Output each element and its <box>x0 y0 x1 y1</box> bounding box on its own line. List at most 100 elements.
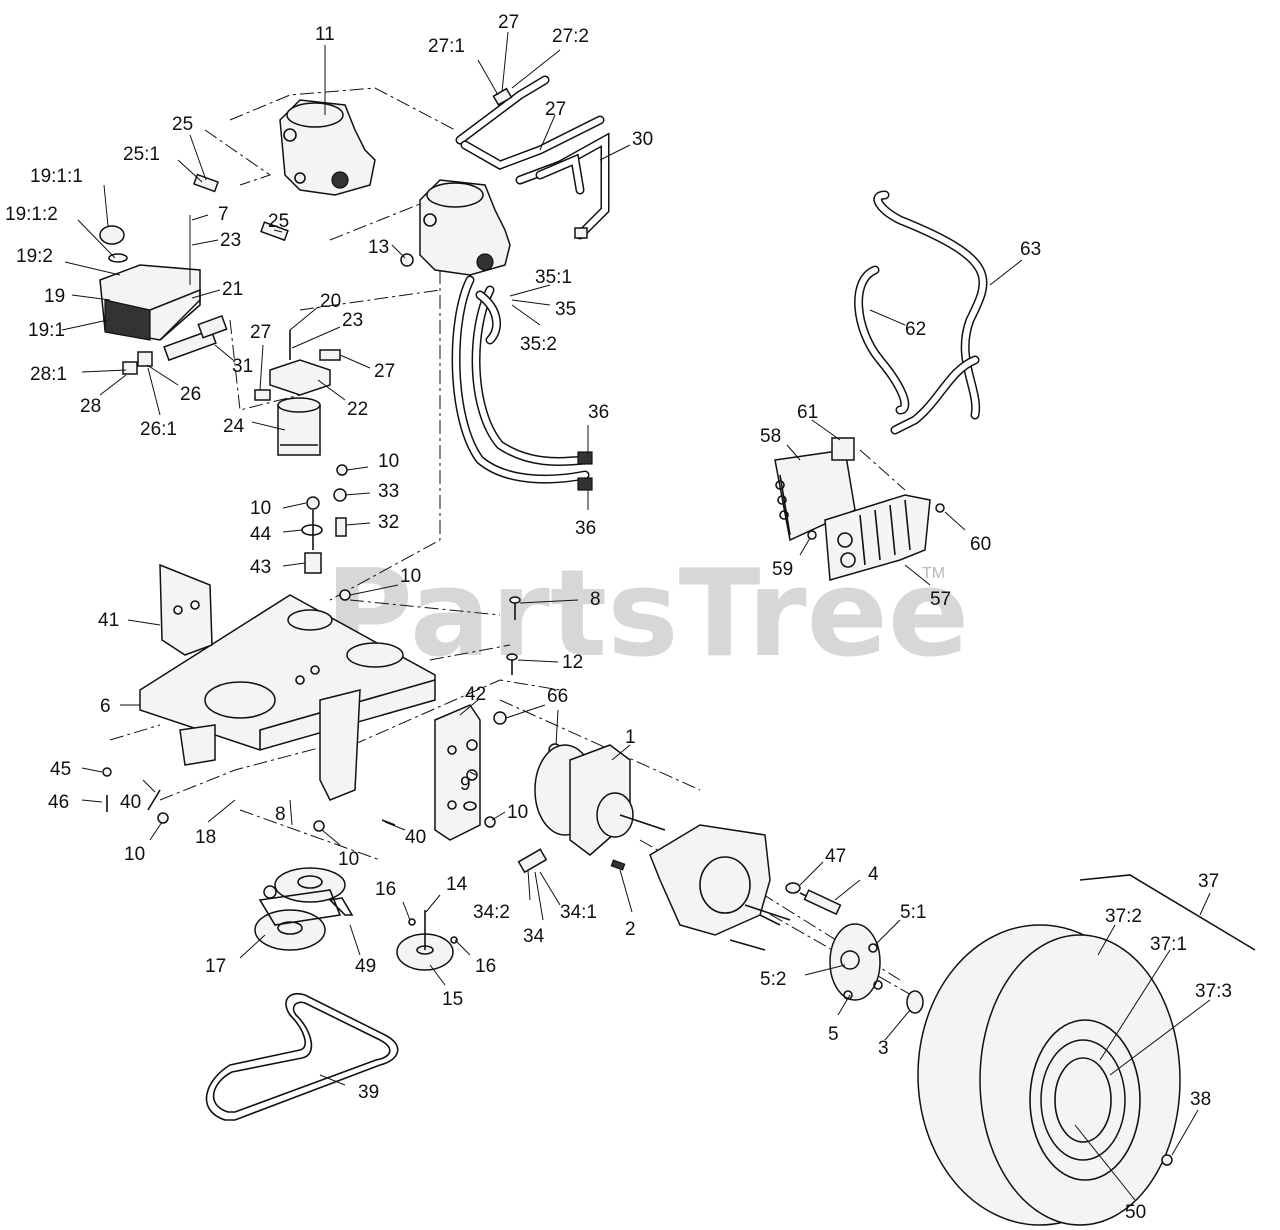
callout-9: 9 <box>460 774 471 795</box>
hydraulic-hoses-36 <box>451 275 593 491</box>
watermark-tm: TM <box>922 565 945 582</box>
callout-43: 43 <box>250 557 271 578</box>
wheel-hub <box>829 923 924 1014</box>
callout-2: 2 <box>625 919 636 940</box>
callout-33: 33 <box>378 481 399 502</box>
leader-lines <box>61 31 1211 1201</box>
callout-5-2: 5:2 <box>760 969 786 990</box>
hydraulic-reservoir <box>99 215 201 341</box>
callout-19: 19 <box>44 286 65 307</box>
callout-6: 6 <box>100 696 111 717</box>
hydraulic-pump-lower <box>419 179 511 276</box>
filter-assembly <box>254 330 341 456</box>
callout-61: 61 <box>797 402 818 423</box>
callout-4: 4 <box>868 864 879 885</box>
callout-26: 26 <box>180 384 201 405</box>
callout-62: 62 <box>905 319 926 340</box>
callout-27: 27 <box>498 12 519 33</box>
callout-5: 5 <box>828 1024 839 1045</box>
callout-22: 22 <box>347 399 368 420</box>
assembly-lines <box>109 87 921 1001</box>
drive-belt <box>205 993 399 1121</box>
callout-27: 27 <box>374 361 395 382</box>
hydraulic-lines-upper <box>455 75 610 240</box>
callout-40: 40 <box>120 792 141 813</box>
callout-49: 49 <box>355 956 376 977</box>
callout-27-1: 27:1 <box>428 36 465 57</box>
callout-32: 32 <box>378 512 399 533</box>
callout-10: 10 <box>400 566 421 587</box>
callout-37-2: 37:2 <box>1105 906 1142 927</box>
callout-19-1-2: 19:1:2 <box>5 204 58 225</box>
bracket-41 <box>159 563 213 656</box>
callout-11: 11 <box>315 24 335 45</box>
callout-42: 42 <box>465 684 486 705</box>
pulley-15 <box>396 910 458 971</box>
oil-cooler <box>774 437 945 581</box>
callout-31: 31 <box>232 356 253 377</box>
callout-16: 16 <box>375 879 396 900</box>
callout-27: 27 <box>250 322 271 343</box>
callout-8: 8 <box>275 804 286 825</box>
hub-housing <box>649 824 791 951</box>
callout-19-2: 19:2 <box>16 246 53 267</box>
callout-34: 34 <box>523 926 545 947</box>
callout-27-2: 27:2 <box>552 26 589 47</box>
callout-7: 7 <box>218 204 229 225</box>
main-frame <box>139 594 436 801</box>
idler-pulley-assembly <box>254 867 354 951</box>
callout-30: 30 <box>632 129 653 150</box>
callout-35-2: 35:2 <box>520 334 557 355</box>
callout-19-1-1: 19:1:1 <box>30 166 83 187</box>
callout-39: 39 <box>358 1082 379 1103</box>
callout-40: 40 <box>405 827 426 848</box>
wheel-motor <box>517 744 666 874</box>
callout-labels: 11 27 27:1 27:2 27 30 25 25:1 25 19:1:1 … <box>5 12 1232 1223</box>
callout-37: 37 <box>1198 871 1219 892</box>
callout-35: 35 <box>555 299 576 320</box>
callout-58: 58 <box>760 426 781 447</box>
callout-36: 36 <box>575 518 596 539</box>
callout-20: 20 <box>320 291 341 312</box>
cooler-hoses <box>854 190 988 435</box>
callout-17: 17 <box>205 956 226 977</box>
callout-34-1: 34:1 <box>560 902 597 923</box>
callout-37-3: 37:3 <box>1195 981 1232 1002</box>
callout-27: 27 <box>545 99 566 120</box>
callout-10: 10 <box>250 498 271 519</box>
axle-bolt <box>785 882 842 916</box>
callout-18: 18 <box>195 827 216 848</box>
callout-8: 8 <box>590 589 601 610</box>
callout-60: 60 <box>970 534 991 555</box>
callout-25: 25 <box>172 114 193 135</box>
callout-10: 10 <box>507 802 528 823</box>
callout-37-1: 37:1 <box>1150 934 1187 955</box>
callout-10: 10 <box>338 849 359 870</box>
callout-38: 38 <box>1190 1089 1211 1110</box>
callout-12: 12 <box>562 652 583 673</box>
callout-19-1: 19:1 <box>28 320 65 341</box>
callout-10: 10 <box>378 451 399 472</box>
callout-25: 25 <box>268 211 289 232</box>
callout-34-2: 34:2 <box>473 902 510 923</box>
callout-47: 47 <box>825 846 846 867</box>
callout-57: 57 <box>930 589 951 610</box>
callout-28: 28 <box>80 396 101 417</box>
callout-46: 46 <box>48 792 69 813</box>
callout-59: 59 <box>772 559 793 580</box>
callout-36: 36 <box>588 402 609 423</box>
callout-3: 3 <box>878 1038 889 1059</box>
callout-41: 41 <box>98 610 119 631</box>
callout-14: 14 <box>446 874 468 895</box>
callout-50: 50 <box>1125 1202 1146 1223</box>
tire-assembly <box>917 874 1256 1226</box>
callout-13: 13 <box>368 237 389 258</box>
callout-16: 16 <box>475 956 496 977</box>
bracket-42 <box>434 704 481 841</box>
callout-28-1: 28:1 <box>30 364 67 385</box>
callout-26-1: 26:1 <box>140 419 177 440</box>
callout-23: 23 <box>342 310 363 331</box>
fittings <box>122 87 588 375</box>
callout-10: 10 <box>124 844 145 865</box>
callout-15: 15 <box>442 989 463 1010</box>
